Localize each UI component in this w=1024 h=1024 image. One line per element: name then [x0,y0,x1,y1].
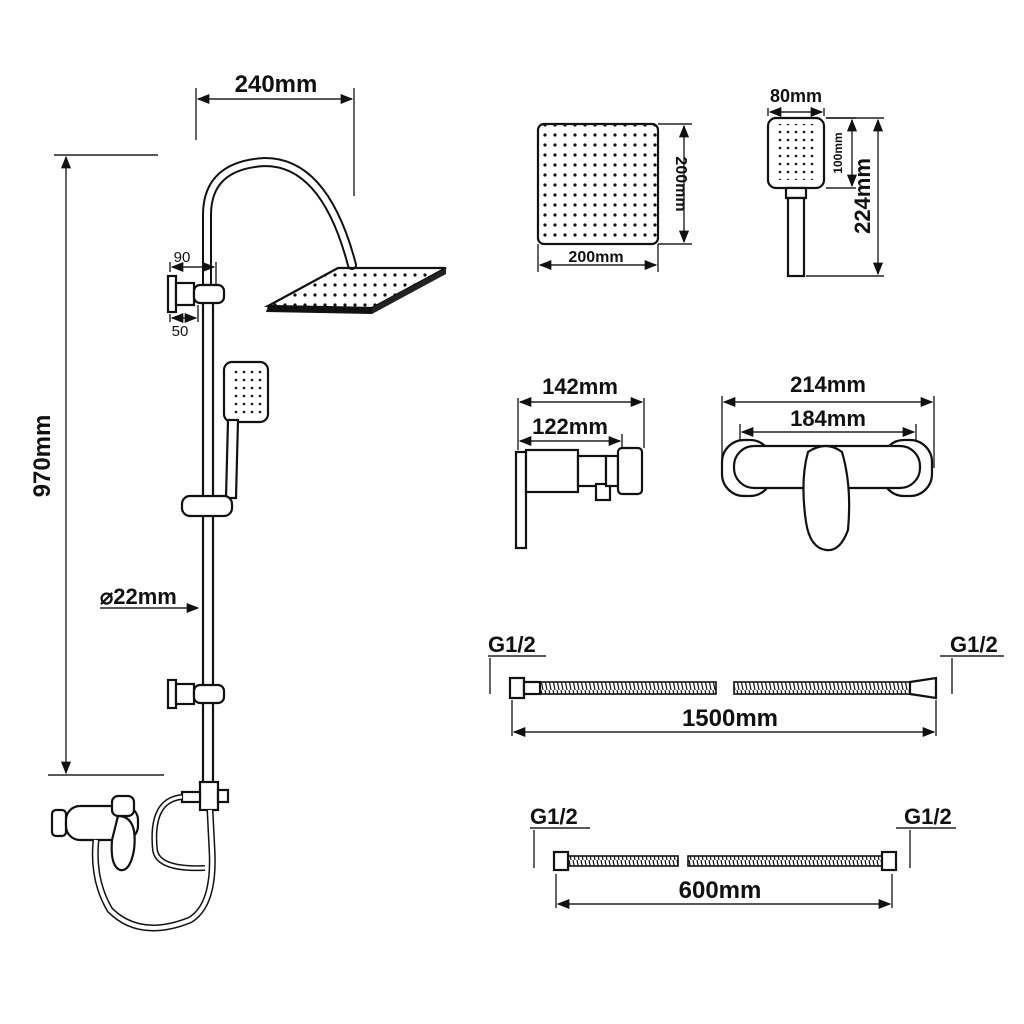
long-hose-view: G1/2 G1/2 1500mm [488,632,1004,738]
bracket-depth-bottom-label: 50 [172,323,189,340]
gooseneck-arm [202,156,357,295]
thread-short-right-label: G1/2 [904,804,952,829]
hand-shower-view: 80mm 100mm 224mm [766,86,884,278]
short-hose-nut-left [552,850,570,872]
mixer-inner-label: 184mm [790,406,866,431]
diverter [198,780,220,812]
slider-holder [180,494,234,518]
hand-shower-handle [224,418,240,500]
thread-short-left-label: G1/2 [530,804,578,829]
thread-long-right-label: G1/2 [950,632,998,657]
mixer-wall-flange-left [50,808,68,838]
mixer-handle-front [802,444,851,552]
diverter-valve-view: 142mm 122mm [514,374,645,550]
valve-outlet [594,482,612,502]
wall-plate-top [166,274,178,314]
hose-short-length-label: 600mm [679,877,762,904]
hose-cone-right [908,676,938,700]
mixer-outer-label: 214mm [790,372,866,397]
hand-shower-grip [786,196,806,278]
rail-bracket-top [192,283,226,305]
rain-head-edge [266,306,372,314]
shower-column: 240mm 970mm 90 50 ⌀22mm [29,71,447,932]
hose-long-length-label: 1500mm [682,705,778,732]
wall-plate-bottom [166,678,178,710]
rain-head-plate [536,122,660,246]
hand-total-height-label: 224mm [850,158,875,234]
short-hose-coil-right [687,855,883,867]
hose-nut-left [508,676,526,700]
hose-coil-right [733,681,911,695]
bracket-depth-top-label: 90 [174,249,191,266]
rain-head-top-view: 200mm 200mm [536,122,692,272]
mixer-lever [110,814,136,872]
rail-bracket-bottom [192,683,226,705]
arm-reach-label: 240mm [235,71,318,98]
valve-outer-label: 142mm [542,374,618,399]
hand-face-height-label: 100mm [831,132,845,173]
valve-body [524,448,580,494]
head-depth-label: 200mm [672,156,689,211]
valve-inner-label: 122mm [532,414,608,439]
short-hose-coil-left [567,855,679,867]
mixer-view: 214mm 184mm [720,372,935,552]
head-width-label: 200mm [568,249,623,266]
thread-long-left-label: G1/2 [488,632,536,657]
hand-width-label: 80mm [770,86,822,106]
shower-rail [201,283,215,787]
rail-height-label: 970mm [29,415,56,498]
short-hose-view: G1/2 G1/2 600mm [530,804,956,910]
valve-cover-plate [514,450,528,550]
rail-diameter-label: ⌀22mm [100,584,177,609]
valve-inlet-nut [616,446,644,496]
short-hose-nut-right [880,850,898,872]
hose-coil-left [539,681,717,695]
